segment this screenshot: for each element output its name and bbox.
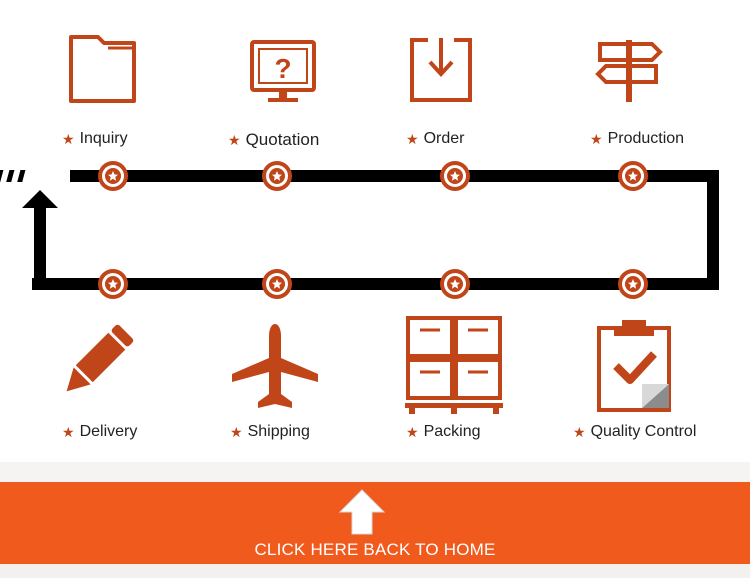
node-star-icon [98, 161, 128, 191]
step-label-quotation: ★ Quotation [228, 130, 319, 150]
step-label-quality-control: ★ Quality Control [573, 423, 696, 441]
node-star-icon [618, 161, 648, 191]
node-star-icon [440, 269, 470, 299]
step-label-production: ★ Production [590, 130, 684, 148]
bottom-band [0, 564, 750, 578]
step-label-text: Production [607, 130, 685, 147]
node-star-icon [262, 269, 292, 299]
step-label-text: Quotation [245, 130, 320, 149]
boxes-icon [405, 316, 503, 414]
step-label-order: ★ Order [406, 130, 464, 148]
step-label-text: Delivery [79, 423, 138, 440]
separator-band [0, 462, 750, 482]
step-label-text: Order [423, 130, 465, 147]
back-to-home-label: CLICK HERE BACK TO HOME [254, 540, 496, 559]
track-nodes [98, 161, 648, 299]
clipboard-check-icon [597, 320, 671, 412]
step-label-shipping: ★ Shipping [230, 423, 310, 441]
star-icon: ★ [62, 424, 75, 440]
node-star-icon [618, 269, 648, 299]
star-icon: ★ [573, 424, 586, 440]
star-icon: ★ [590, 131, 603, 147]
step-label-text: Shipping [247, 423, 310, 440]
process-track [0, 170, 719, 290]
star-icon: ★ [406, 424, 419, 440]
airplane-icon [232, 324, 318, 408]
pencil-icon [66, 324, 134, 392]
step-label-packing: ★ Packing [406, 423, 480, 441]
node-star-icon [440, 161, 470, 191]
svg-text:?: ? [274, 53, 291, 84]
step-label-text: Packing [423, 423, 481, 440]
star-icon: ★ [230, 424, 243, 440]
signpost-icon [595, 40, 663, 102]
up-arrow-icon [338, 489, 386, 535]
node-star-icon [98, 269, 128, 299]
process-flow: ? [0, 35, 719, 441]
star-icon: ★ [228, 132, 241, 148]
download-box-icon [410, 38, 472, 102]
monitor-question-icon: ? [250, 40, 316, 102]
star-icon: ★ [62, 131, 75, 147]
step-label-text: Quality Control [590, 423, 697, 440]
node-star-icon [262, 161, 292, 191]
step-label-inquiry: ★ Inquiry [62, 130, 128, 148]
star-icon: ★ [406, 131, 419, 147]
step-label-delivery: ★ Delivery [62, 423, 137, 441]
step-label-text: Inquiry [79, 130, 128, 147]
folder-icon [69, 35, 136, 103]
back-to-home-button[interactable]: CLICK HERE BACK TO HOME [0, 482, 750, 564]
